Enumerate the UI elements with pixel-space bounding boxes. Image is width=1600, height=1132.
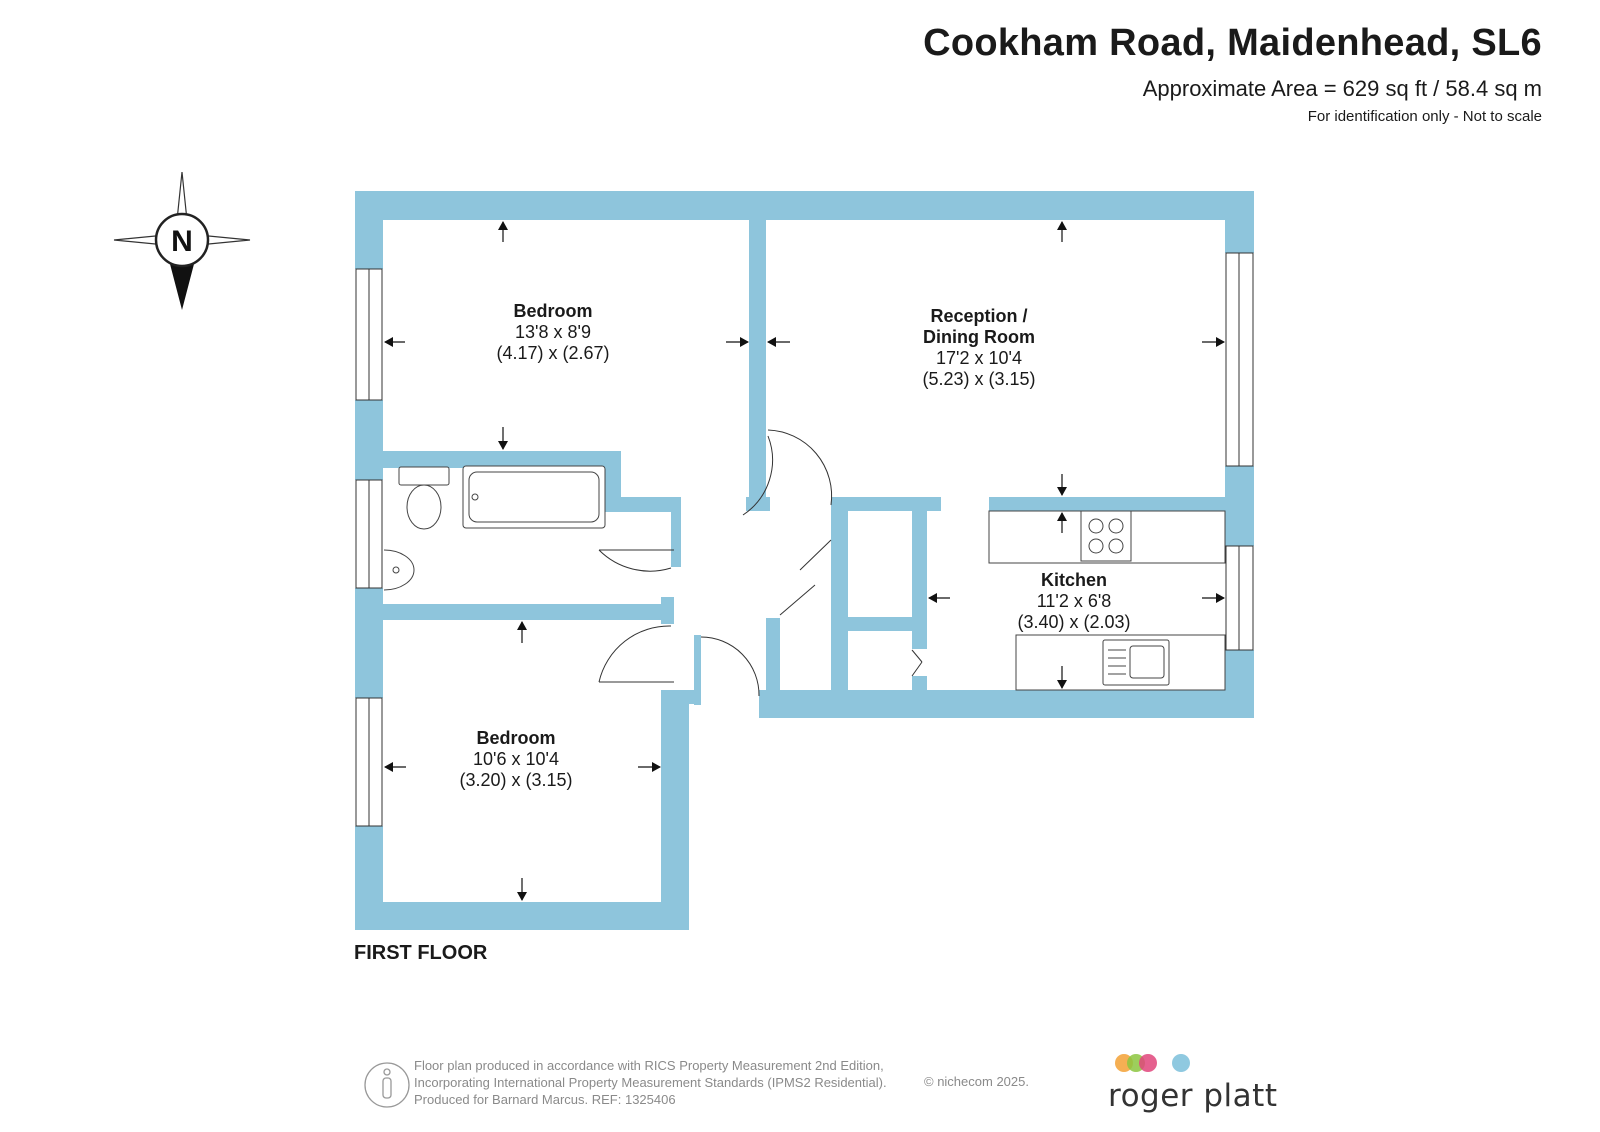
copyright: © nichecom 2025. bbox=[924, 1074, 1029, 1089]
toilet-icon bbox=[406, 484, 442, 530]
footer-line-1: Floor plan produced in accordance with R… bbox=[414, 1058, 884, 1073]
room-label-bedroom-2: Bedroom 10'6 x 10'4 (3.20) x (3.15) bbox=[416, 728, 616, 791]
room-metric: (4.17) x (2.67) bbox=[496, 343, 610, 363]
room-metric: (3.40) x (2.03) bbox=[1017, 612, 1131, 632]
approximate-area: Approximate Area = 629 sq ft / 58.4 sq m bbox=[1142, 76, 1542, 101]
room-imperial: 17'2 x 10'4 bbox=[936, 348, 1022, 368]
room-imperial: 10'6 x 10'4 bbox=[473, 749, 559, 769]
floor-label: FIRST FLOOR bbox=[354, 942, 488, 964]
toilet-cistern-icon bbox=[398, 466, 450, 486]
dimension-arrows bbox=[384, 221, 1225, 901]
room-name: Bedroom bbox=[513, 301, 593, 321]
walls bbox=[355, 191, 1254, 930]
kitchen-fixtures bbox=[988, 510, 1226, 691]
compass-icon: N bbox=[113, 171, 251, 310]
room-name: Bedroom bbox=[476, 728, 556, 748]
person-icon bbox=[364, 1062, 410, 1108]
room-imperial: 13'8 x 8'9 bbox=[515, 322, 591, 342]
bathroom-fixtures bbox=[383, 465, 606, 591]
hob-icon bbox=[1080, 510, 1132, 562]
footer-line-2: Incorporating International Property Mea… bbox=[414, 1075, 887, 1090]
room-metric: (3.20) x (3.15) bbox=[459, 770, 573, 790]
room-name: Kitchen bbox=[1040, 570, 1107, 590]
room-name-line2: Dining Room bbox=[923, 327, 1035, 347]
room-imperial: 11'2 x 6'8 bbox=[1036, 591, 1112, 611]
scale-disclaimer: For identification only - Not to scale bbox=[1307, 108, 1542, 125]
room-name-line1: Reception / bbox=[930, 306, 1028, 326]
property-title: Cookham Road, Maidenhead, SL6 bbox=[923, 22, 1542, 64]
roger-platt-logo-icon bbox=[1115, 1054, 1190, 1072]
footer-line-3: Produced for Barnard Marcus. REF: 132540… bbox=[414, 1092, 676, 1107]
door-swings bbox=[598, 429, 923, 697]
room-label-kitchen: Kitchen 11'2 x 6'8 (3.40) x (2.03) bbox=[974, 570, 1174, 633]
windows bbox=[355, 252, 1254, 827]
room-label-reception: Reception / Dining Room 17'2 x 10'4 (5.2… bbox=[879, 306, 1079, 390]
compass-north-letter: N bbox=[171, 225, 193, 258]
logo-text: roger platt bbox=[1108, 1078, 1278, 1114]
room-metric: (5.23) x (3.15) bbox=[922, 369, 1036, 389]
footer-notes: Floor plan produced in accordance with R… bbox=[414, 1057, 887, 1108]
room-label-bedroom-1: Bedroom 13'8 x 8'9 (4.17) x (2.67) bbox=[453, 301, 653, 364]
